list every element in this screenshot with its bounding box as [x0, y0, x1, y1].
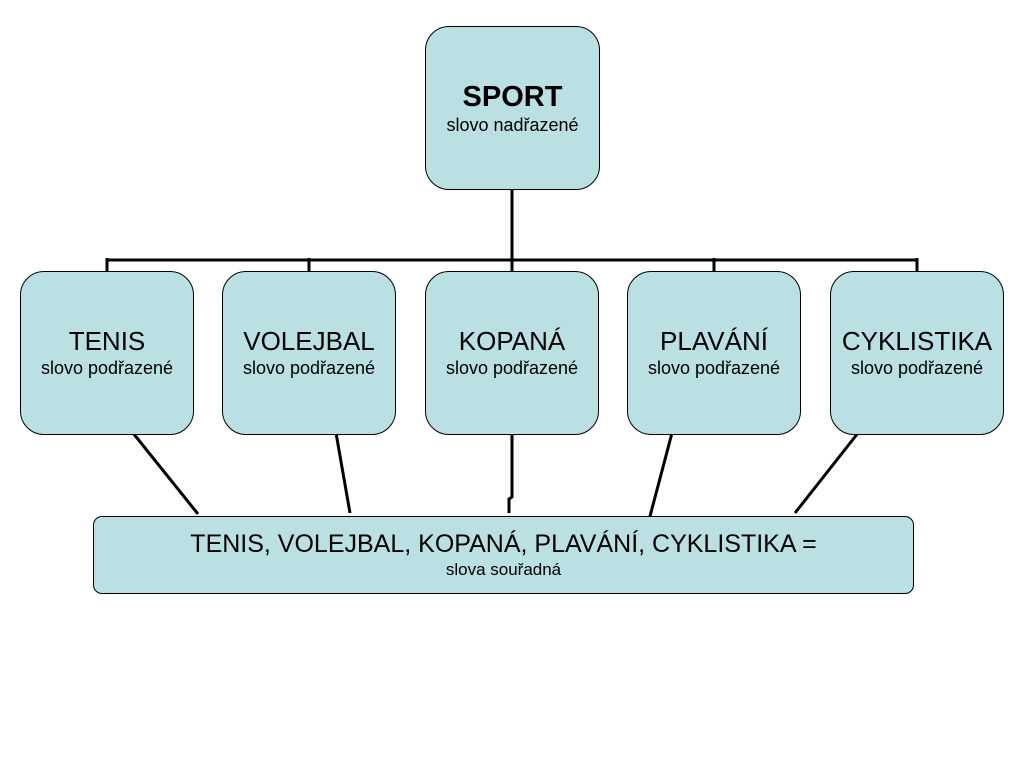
child-node-title: CYKLISTIKA	[841, 326, 993, 356]
child-node-kopana: KOPANÁ slovo podřazené	[425, 271, 599, 435]
child-node-subtitle: slovo podřazené	[445, 358, 579, 378]
summary-node: TENIS, VOLEJBAL, KOPANÁ, PLAVÁNÍ, CYKLIS…	[93, 516, 914, 594]
summary-connector-plavani	[647, 432, 674, 521]
root-node-subtitle: slovo nadřazené	[446, 115, 579, 135]
summary-node-text: TENIS, VOLEJBAL, KOPANÁ, PLAVÁNÍ, CYKLIS…	[190, 530, 817, 558]
child-node-subtitle: slovo podřazené	[242, 358, 376, 378]
child-node-title: TENIS	[68, 326, 146, 356]
child-node-title: VOLEJBAL	[243, 326, 375, 356]
child-node-plavani: PLAVÁNÍ slovo podřazené	[627, 271, 801, 435]
root-node-title: SPORT	[462, 81, 563, 113]
child-node-cyklistika: CYKLISTIKA slovo podřazené	[830, 271, 1004, 435]
child-node-tenis: TENIS slovo podřazené	[20, 271, 194, 435]
summary-connector-volejbal	[334, 432, 352, 514]
summary-connector-tenis	[131, 432, 200, 515]
child-node-title: PLAVÁNÍ	[660, 326, 768, 356]
summary-connector-cyklistika	[793, 432, 860, 514]
child-node-title: KOPANÁ	[458, 326, 566, 356]
summary-node-subtitle: slova souřadná	[445, 560, 562, 579]
child-node-volejbal: VOLEJBAL slovo podřazené	[222, 271, 396, 435]
child-node-subtitle: slovo podřazené	[850, 358, 984, 378]
summary-connector-kopana	[507, 435, 514, 513]
child-node-subtitle: slovo podřazené	[647, 358, 781, 378]
root-node-sport: SPORT slovo nadřazené	[425, 26, 600, 190]
child-node-subtitle: slovo podřazené	[40, 358, 174, 378]
